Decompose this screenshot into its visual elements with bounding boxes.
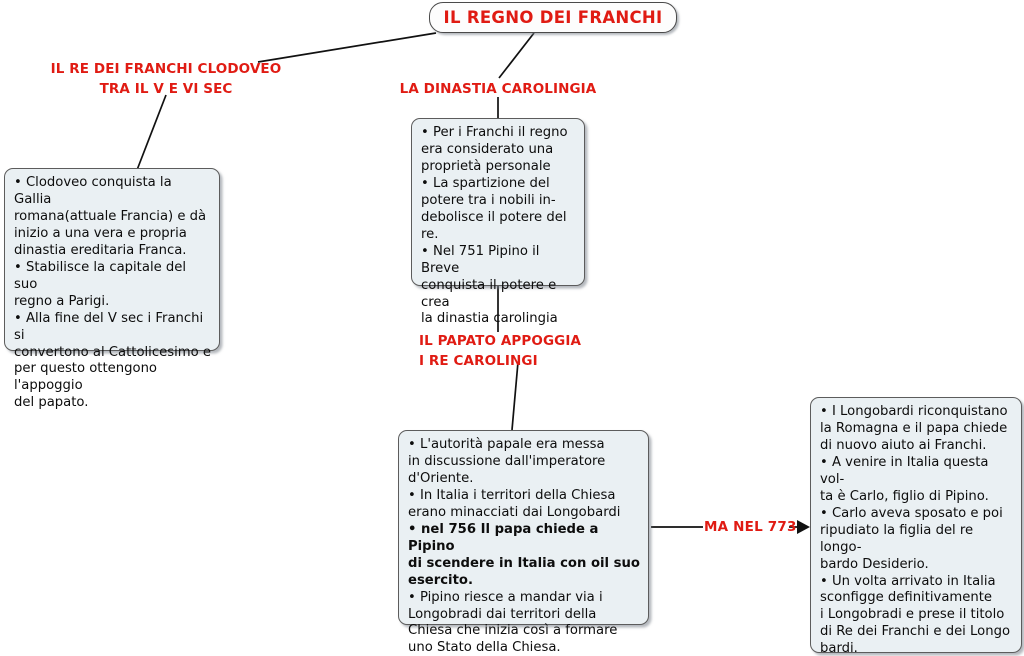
box-text-line: regno a Parigi. <box>14 293 110 309</box>
box-text-line: • Pipino riesce a mandar via i <box>408 589 603 605</box>
box-text-line: • Clodoveo conquista la Gallia <box>14 175 172 207</box>
box-text-line: inizio a una vera e propria <box>14 225 187 241</box>
box-text-line: i Longobradi e prese il titolo <box>820 607 1005 623</box>
box-text-line: • L'autorità papale era messa <box>408 437 605 452</box>
box-text-line: uno Stato della Chiesa. <box>408 640 561 656</box>
box-text-line: • A venire in Italia questa vol- <box>820 454 989 487</box>
box-text-line: • I Longobardi riconquistano <box>820 404 1008 419</box>
box-text-line: di scendere in Italia con oil suo <box>408 555 640 571</box>
box-text-line: conquista il potere e crea <box>421 277 557 310</box>
heading-clodoveo: IL RE DEI FRANCHI CLODOVEO TRA IL V E VI… <box>50 61 282 97</box>
box-text-line: • La spartizione del <box>421 175 550 191</box>
box-text-line: bardi. <box>820 641 858 656</box>
box-text-line: sconfigge definitivamente <box>820 590 993 606</box>
box-text-line: d'Oriente. <box>408 470 474 486</box>
box-text-line: era considerato una <box>421 141 554 157</box>
connector-title-to-clodoveo <box>257 32 437 63</box>
connector-clodoveo-heading-to-box <box>136 94 167 171</box>
box-text-line: dinastia ereditaria Franca. <box>14 242 187 258</box>
box-text-line: proprietà personale <box>421 158 551 174</box>
box-text-line: esercito. <box>408 572 473 588</box>
connector-title-to-carolingia <box>498 32 535 79</box>
box-text-line: • Stabilisce la capitale del suo <box>14 259 187 292</box>
box-text-line: potere tra i nobili in- <box>421 192 556 208</box>
page-title: IL REGNO DEI FRANCHI <box>443 8 663 27</box>
box-text-line: di nuovo aiuto ai Franchi. <box>820 437 987 453</box>
box-text-line: re. <box>421 226 439 242</box>
box-text-line: debolisce il potere del <box>421 209 567 225</box>
box-text-line: per questo ottengono l'appoggio <box>14 361 157 394</box>
box-text-line: • Carlo aveva sposato e poi <box>820 505 1003 521</box>
box-text-line: ripudiato la figlia del re longo- <box>820 522 974 555</box>
box-text-line: • Un volta arrivato in Italia <box>820 573 996 589</box>
box-text-line: la dinastia carolingia <box>421 311 558 327</box>
connector-papato-heading-to-box <box>511 361 519 431</box>
heading-papato: IL PAPATO APPOGGIA I RE CAROLINGI <box>419 333 582 369</box>
box-text-line: in discussione dall'imperatore <box>408 453 606 469</box>
box-text-line: erano minacciati dai Longobardi <box>408 504 621 520</box>
box-text-line: la Romagna e il papa chiede <box>820 420 1008 436</box>
box-text-line: romana(attuale Francia) e dà <box>14 208 207 224</box>
box-text-line: del papato. <box>14 395 89 411</box>
box-text-line: Longobradi dai territori della <box>408 606 597 622</box>
arrow-label-773: MA NEL 773 <box>704 519 797 535</box>
arrowhead-icon <box>797 520 810 534</box>
box-text-line: • In Italia i territori della Chiesa <box>408 487 616 503</box>
box-text-line: di Re dei Franchi e dei Longo <box>820 624 1011 640</box>
box-text-line: • Per i Franchi il regno <box>421 125 568 140</box>
heading-carolingia: LA DINASTIA CAROLINGIA <box>399 81 597 97</box>
box-text-line: • Nel 751 Pipino il Breve <box>421 243 540 276</box>
box-text-line: Chiesa che inizia così a formare <box>408 623 618 639</box>
box-text-line: ta è Carlo, figlio di Pipino. <box>820 488 989 504</box>
map-title-box: IL REGNO DEI FRANCHI <box>429 2 677 33</box>
box-text-line: convertono al Cattolicesimo e <box>14 344 211 360</box>
box-text-line: • nel 756 Il papa chiede a Pipino <box>408 521 599 554</box>
box-text-line: • Alla fine del V sec i Franchi si <box>14 310 204 343</box>
box-text-line: bardo Desiderio. <box>820 556 929 572</box>
